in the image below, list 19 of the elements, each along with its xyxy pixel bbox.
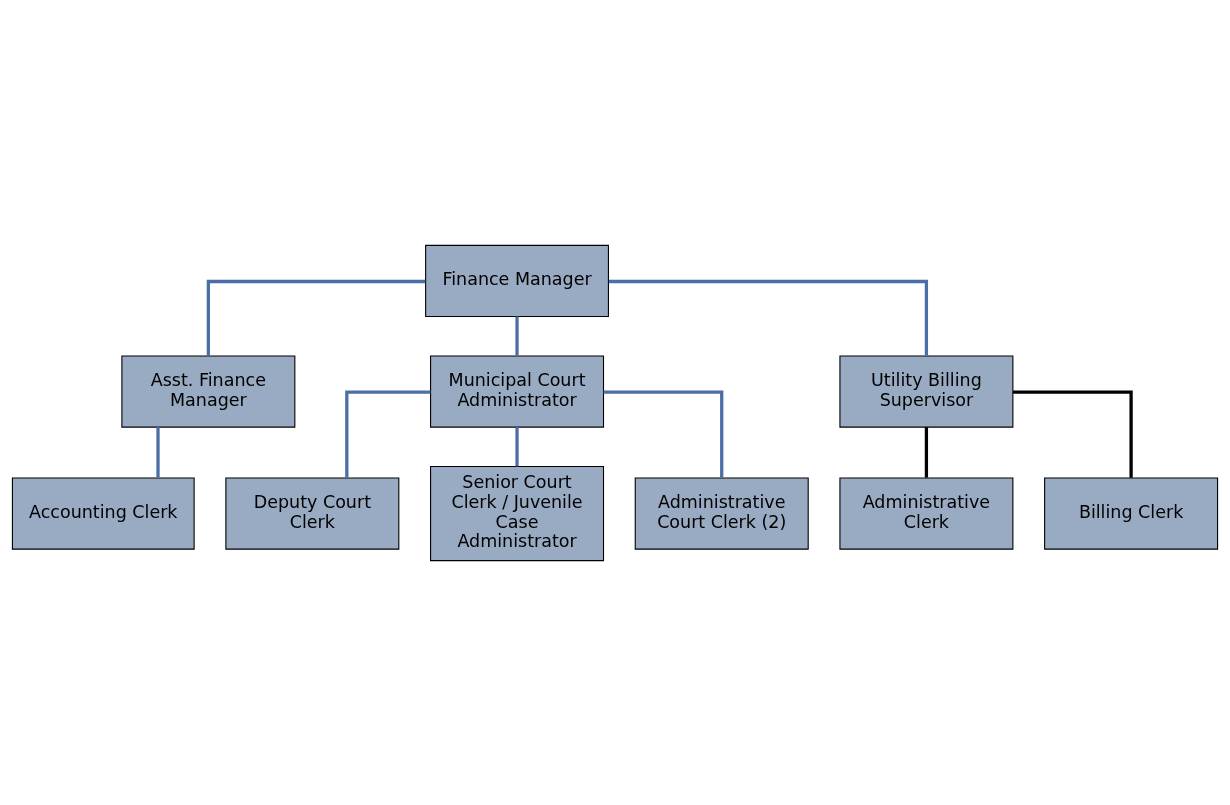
connector — [156, 426, 160, 478]
node-box: Administrative Court Clerk (2) — [634, 476, 809, 550]
node-box: Municipal Court Administrator — [430, 354, 605, 428]
connector — [1012, 389, 1133, 478]
connector — [345, 389, 431, 478]
connector — [515, 316, 519, 356]
connector — [924, 426, 929, 478]
connector — [515, 426, 519, 466]
node-box: Asst. Finance Manager — [121, 354, 296, 428]
node-box: Deputy Court Clerk — [225, 476, 400, 550]
node-box: Senior Court Clerk / Juvenile Case Administrator — [430, 465, 605, 561]
node-box: Finance Manager — [425, 244, 609, 317]
connector — [608, 279, 929, 356]
connector — [206, 279, 426, 356]
connector — [603, 389, 724, 478]
node-box: Administrative Clerk — [839, 476, 1014, 550]
node-box: Utility Billing Supervisor — [839, 354, 1014, 428]
node-box: Accounting Clerk — [11, 476, 195, 550]
node-box: Billing Clerk — [1044, 476, 1219, 550]
